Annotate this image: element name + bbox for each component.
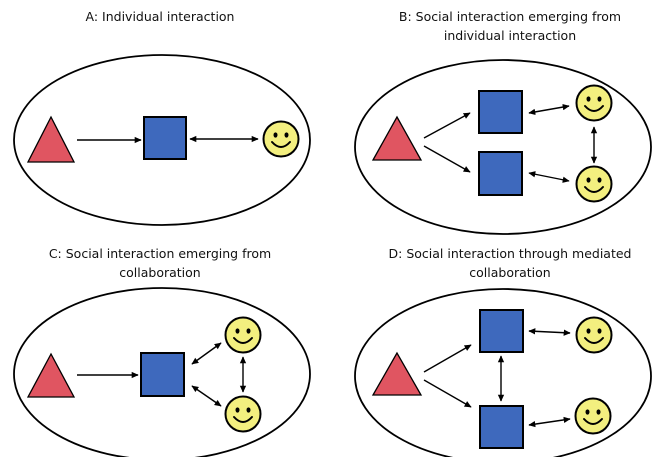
panel-d-arrow-upper-square-face [528, 328, 571, 336]
panel-d-upper-square [479, 309, 524, 353]
panel-title-d-line-1: D: Social interaction through mediated [388, 246, 632, 261]
panel-c-lower-smiley-face-icon [224, 395, 262, 433]
panel-b-arrow-lower-square-face [528, 171, 570, 183]
panel-a-triangle [26, 115, 76, 163]
panel-c-arrow-square-lower-face [191, 385, 222, 407]
panel-title-c-line-2: collaboration [119, 265, 201, 280]
panel-b-upper-square [478, 90, 523, 134]
panel-a-square [143, 116, 187, 160]
panel-b-triangle [371, 115, 423, 161]
panel-title-a: A: Individual interaction [30, 7, 290, 26]
panel-c [13, 287, 311, 457]
panel-title-c-line-1: C: Social interaction emerging from [48, 246, 272, 261]
panel-d-arrow-triangle-to-upper-square [423, 344, 472, 373]
panel-c-boundary [13, 287, 311, 457]
panel-a [13, 54, 311, 226]
panel-title-b-line-1: B: Social interaction emerging from [398, 9, 622, 24]
panel-a-boundary [13, 54, 311, 226]
panel-title-d: D: Social interaction through mediated c… [370, 244, 650, 282]
panel-a-smiley-face-icon [262, 120, 300, 158]
panel-b-arrow-upper-square-face [528, 103, 570, 116]
panel-d-arrow-triangle-to-lower-square [423, 379, 472, 408]
panel-title-c: C: Social interaction emerging from coll… [20, 244, 300, 282]
panel-d-boundary [354, 288, 652, 457]
panel-b-lower-smiley-face-icon [575, 165, 613, 203]
panel-b-arrow-triangle-to-lower-square [423, 145, 471, 173]
panel-d-arrow-lower-square-face [528, 416, 571, 428]
panel-b-upper-smiley-face-icon [575, 84, 613, 122]
panel-d-triangle [371, 351, 423, 396]
panel-b [354, 59, 652, 235]
panel-b-arrow-triangle-to-upper-square [423, 112, 471, 139]
panel-c-upper-smiley-face-icon [224, 316, 262, 354]
panel-title-b: B: Social interaction emerging from indi… [370, 7, 650, 45]
panel-c-triangle [26, 352, 76, 398]
panel-d [354, 288, 652, 457]
panel-title-b-line-2: individual interaction [443, 28, 577, 43]
panel-d-lower-square [479, 405, 524, 449]
panel-d-lower-smiley-face-icon [574, 397, 612, 435]
panel-d-upper-smiley-face-icon [575, 316, 613, 354]
panel-title-d-line-2: collaboration [469, 265, 551, 280]
panel-c-square [140, 352, 185, 397]
panel-c-arrow-square-upper-face [191, 342, 222, 365]
panel-title-a-line-1: A: Individual interaction [85, 9, 235, 24]
panel-b-boundary [354, 59, 652, 235]
panel-b-lower-square [478, 151, 523, 196]
